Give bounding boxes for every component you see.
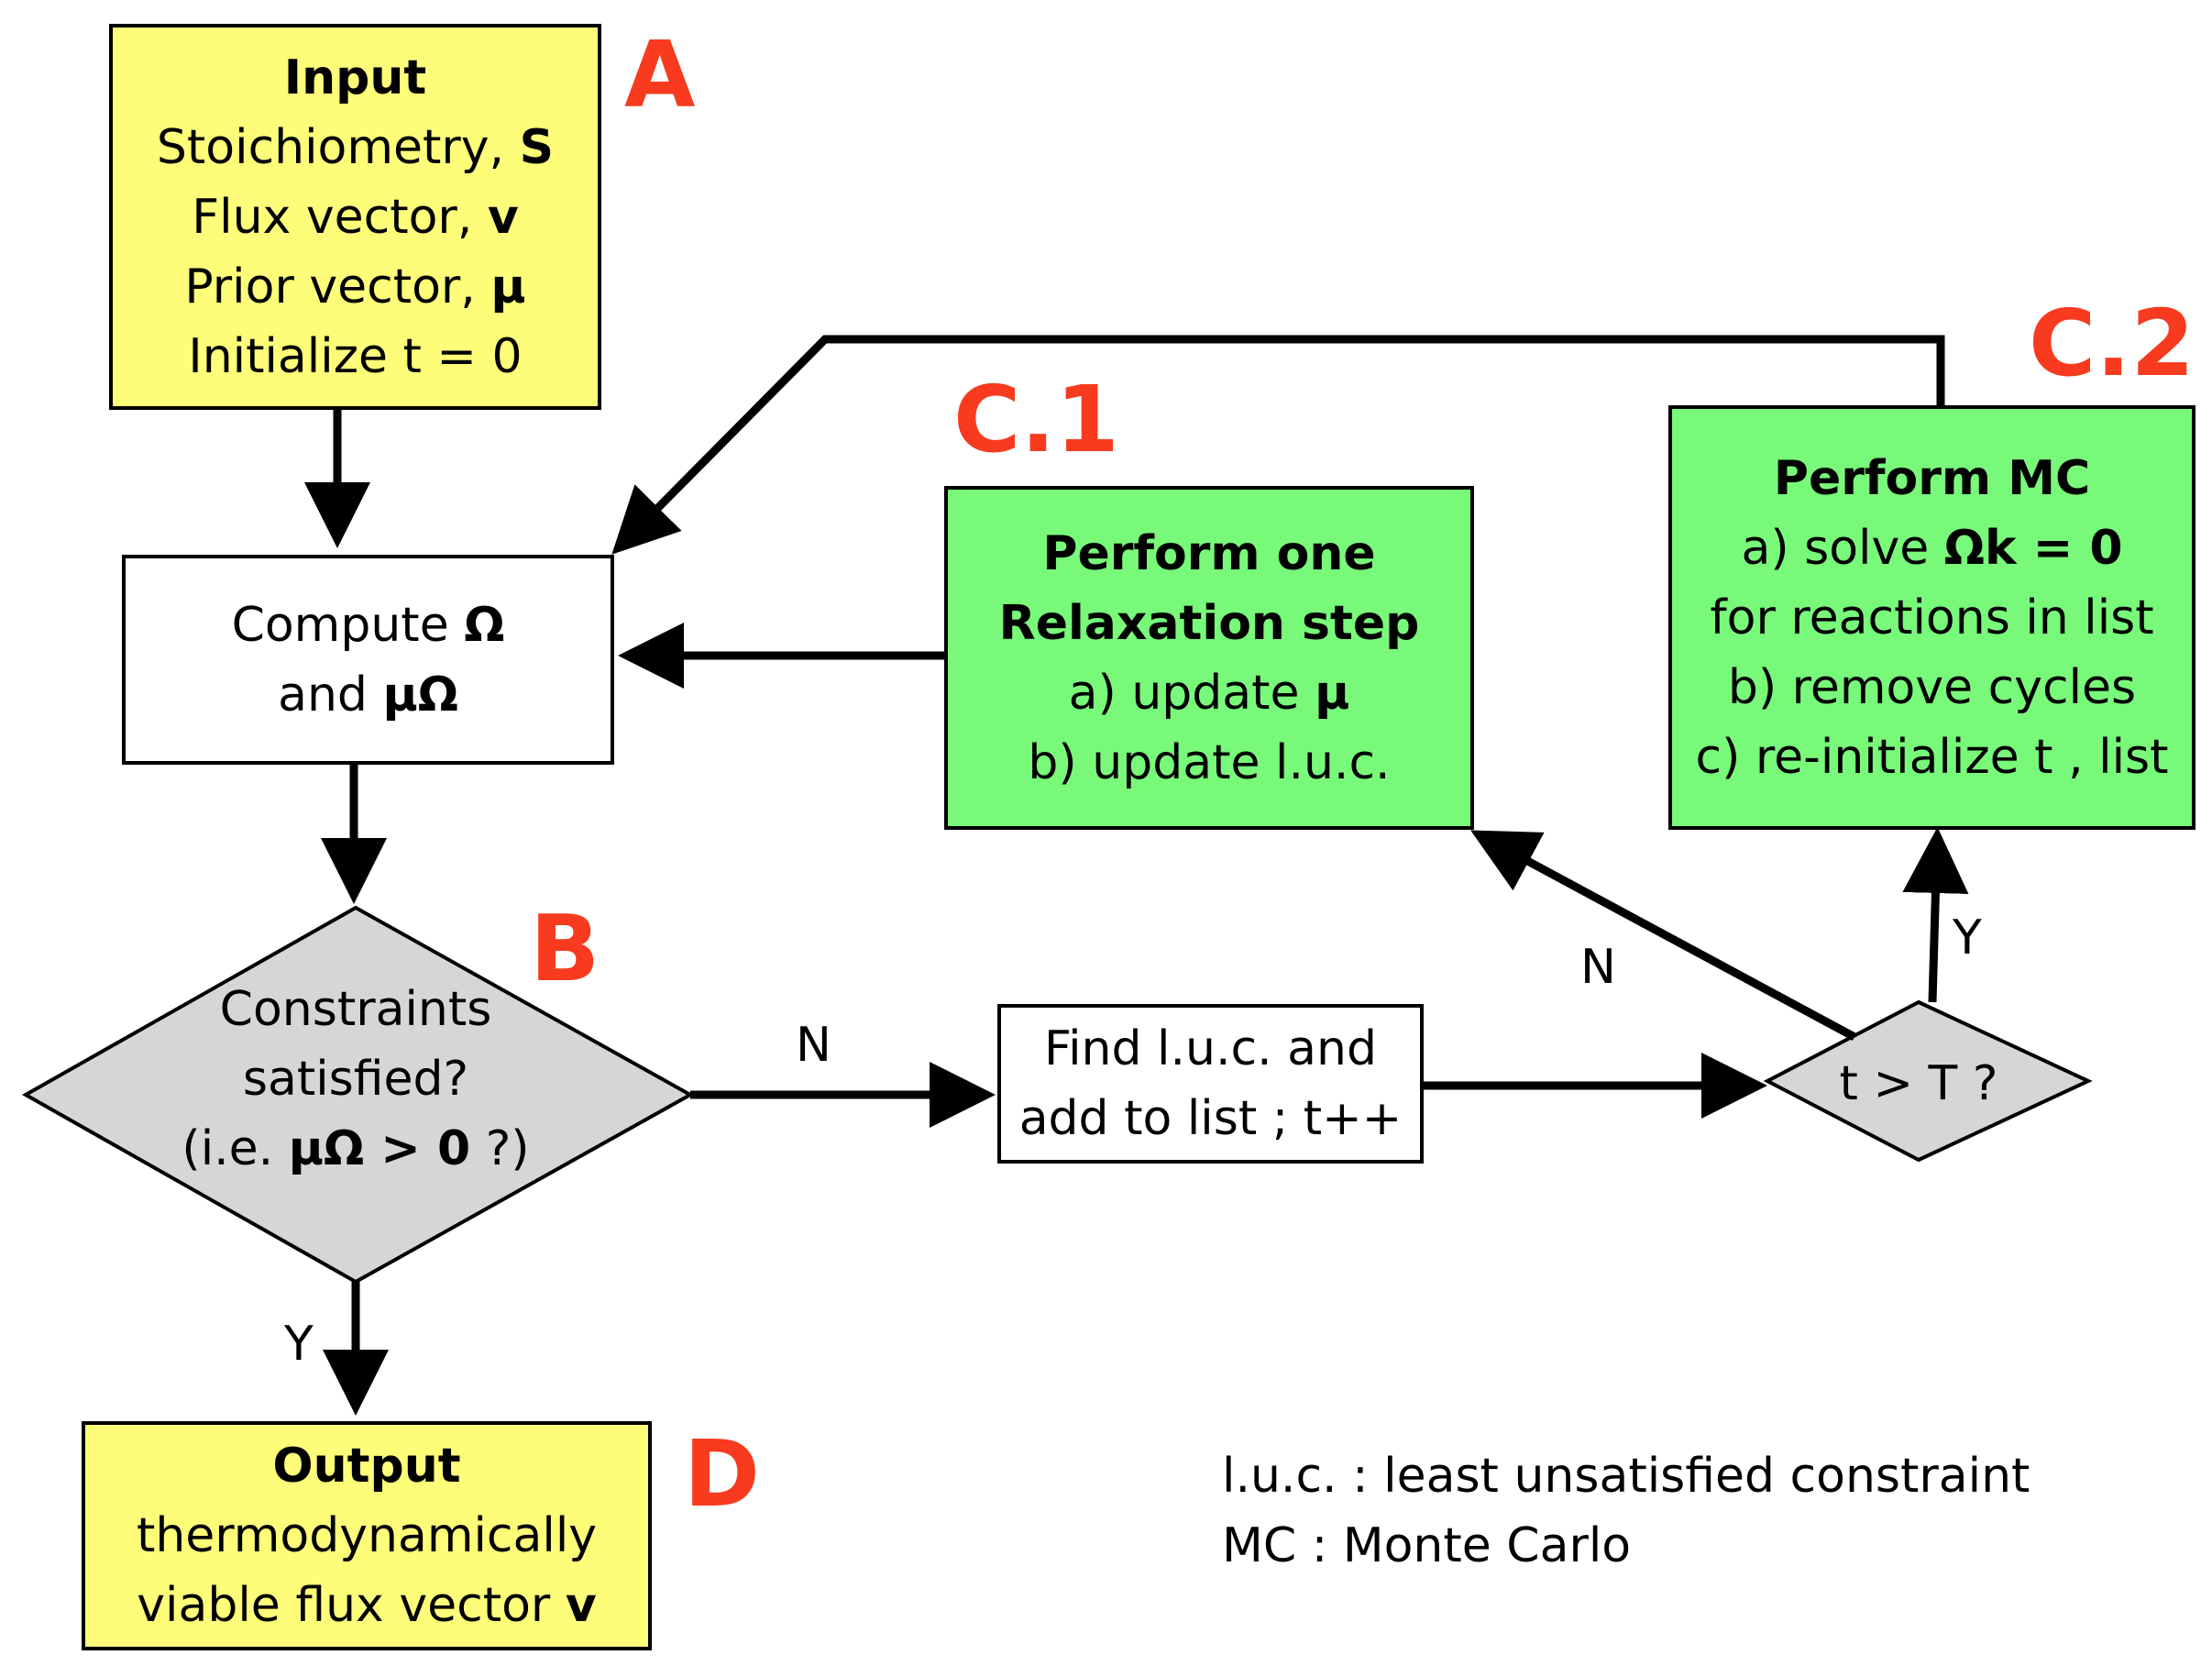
legend-mc: MC : Monte Carlo (1222, 1518, 1632, 1573)
decision-t-text: t > T ? (1839, 1056, 1998, 1111)
output-line2: viable flux vector v (137, 1578, 597, 1633)
find-luc-line1: Find l.u.c. and (1043, 1021, 1377, 1076)
relaxation-title-2: Relaxation step (998, 595, 1420, 651)
monte-carlo-reinitialize: c) re-initialize t , list (1695, 729, 2169, 785)
input-stoichiometry: Stoichiometry, S (156, 119, 555, 175)
find-luc-box: Find l.u.c. and add to list ; t++ (997, 1004, 1424, 1164)
compute-omega: Compute Ω (231, 597, 505, 653)
input-title: Input (283, 50, 427, 105)
decision-t-diamond (1763, 999, 2093, 1163)
input-initialize: Initialize t = 0 (188, 328, 523, 384)
edge-mc-to-compute (611, 335, 1945, 555)
edge-label-y-output: Y (284, 1317, 314, 1372)
monte-carlo-solve: a) solve Ωk = 0 (1741, 520, 2123, 576)
decision-b-line3: (i.e. μΩ > 0 ?) (182, 1121, 530, 1176)
monte-carlo-remove-cycles: b) remove cycles (1727, 659, 2137, 715)
input-flux-vector: Flux vector, v (192, 189, 519, 245)
relaxation-title-1: Perform one (1042, 525, 1376, 581)
decision-b-line2: satisfied? (242, 1052, 469, 1107)
edge-decision-t-to-mc (1902, 827, 1969, 1003)
monte-carlo-title: Perform MC (1773, 450, 2091, 506)
edge-label-y-mc: Y (1953, 910, 1982, 965)
edge-decision-t-to-relax (1470, 830, 1857, 1041)
monte-carlo-reactions: for reactions in list (1710, 590, 2154, 645)
input-prior-vector: Prior vector, μ (184, 259, 526, 314)
decision-b-text: Constraints satisfied? (i.e. μΩ > 0 ?) (117, 975, 594, 1184)
label-d: D (684, 1420, 761, 1528)
compute-mu-omega: and μΩ (278, 667, 458, 723)
edge-label-n-relax: N (1580, 940, 1616, 995)
compute-box: Compute Ω and μΩ (122, 555, 614, 765)
label-b: B (530, 895, 600, 1002)
monte-carlo-box: Perform MC a) solve Ωk = 0 for reactions… (1668, 405, 2195, 830)
relaxation-update-luc: b) update l.u.c. (1028, 734, 1391, 790)
output-title: Output (272, 1439, 461, 1494)
output-box: Output thermodynamically viable flux vec… (82, 1421, 652, 1650)
relaxation-box: Perform one Relaxation step a) update μ … (944, 486, 1474, 830)
edge-label-n-find: N (796, 1018, 831, 1073)
decision-b-line1: Constraints (219, 982, 492, 1037)
output-line1: thermodynamically (136, 1508, 598, 1563)
find-luc-line2: add to list ; t++ (1018, 1091, 1403, 1146)
label-c1: C.1 (953, 366, 1119, 473)
relaxation-update-mu: a) update μ (1068, 665, 1350, 721)
label-a: A (624, 21, 696, 128)
input-box: Input Stoichiometry, S Flux vector, v Pr… (109, 24, 601, 410)
label-c2: C.2 (2029, 290, 2195, 397)
legend-luc: l.u.c. : least unsatisfied constraint (1222, 1449, 2030, 1504)
